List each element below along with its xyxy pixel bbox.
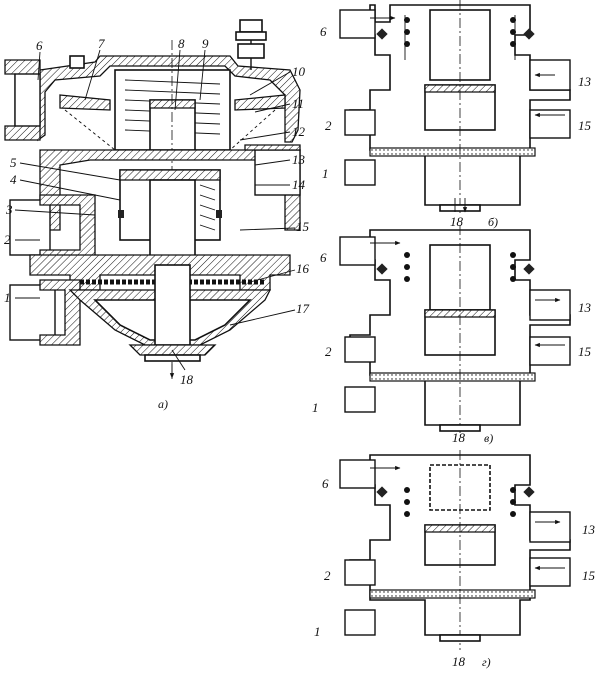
label-g-2: 2 <box>324 568 331 583</box>
label-g-18: 18 <box>452 654 466 669</box>
caption-g: г) <box>482 655 491 669</box>
label-b-13: 13 <box>578 74 592 89</box>
label-b-18: 18 <box>450 214 464 229</box>
label-5: 5 <box>10 155 17 170</box>
main-section-view <box>4 19 301 380</box>
label-g-1: 1 <box>314 624 321 639</box>
main-labels: 6 7 8 9 10 11 12 13 14 15 16 17 18 5 4 3… <box>4 36 310 411</box>
label-b-2: 2 <box>325 118 332 133</box>
caption-a: а) <box>158 397 168 411</box>
label-v-18: 18 <box>452 430 466 445</box>
schematic-b-labels: 6 13 2 15 1 18 б) <box>320 24 592 229</box>
label-b-6: 6 <box>320 24 327 39</box>
label-2: 2 <box>4 232 11 247</box>
label-g-6: 6 <box>322 476 329 491</box>
label-14: 14 <box>292 177 306 192</box>
label-6: 6 <box>36 38 43 53</box>
schematic-b <box>339 0 571 215</box>
label-11: 11 <box>292 96 304 111</box>
label-1: 1 <box>4 290 11 305</box>
schematic-v-labels: 6 13 2 15 1 18 в) <box>312 250 592 445</box>
label-15: 15 <box>296 219 310 234</box>
label-4: 4 <box>10 172 17 187</box>
label-g-15: 15 <box>582 568 596 583</box>
label-12: 12 <box>292 124 306 139</box>
label-v-1: 1 <box>312 400 319 415</box>
label-3: 3 <box>5 202 13 217</box>
label-18: 18 <box>180 372 194 387</box>
label-8: 8 <box>178 36 185 51</box>
label-17: 17 <box>296 301 310 316</box>
label-b-15: 15 <box>578 118 592 133</box>
label-10: 10 <box>292 64 306 79</box>
label-v-6: 6 <box>320 250 327 265</box>
caption-v: в) <box>484 431 493 445</box>
schematic-v <box>339 225 571 435</box>
label-v-13: 13 <box>578 300 592 315</box>
schematic-g-labels: 6 13 2 15 1 18 г) <box>314 476 596 669</box>
label-13: 13 <box>292 152 306 167</box>
label-v-15: 15 <box>578 344 592 359</box>
label-7: 7 <box>98 36 105 51</box>
label-16: 16 <box>296 261 310 276</box>
label-9: 9 <box>202 36 209 51</box>
label-g-13: 13 <box>582 522 596 537</box>
schematic-g <box>339 450 571 650</box>
label-v-2: 2 <box>325 344 332 359</box>
label-b-1: 1 <box>322 166 329 181</box>
main-leader-lines <box>14 49 296 371</box>
caption-b: б) <box>488 215 498 229</box>
